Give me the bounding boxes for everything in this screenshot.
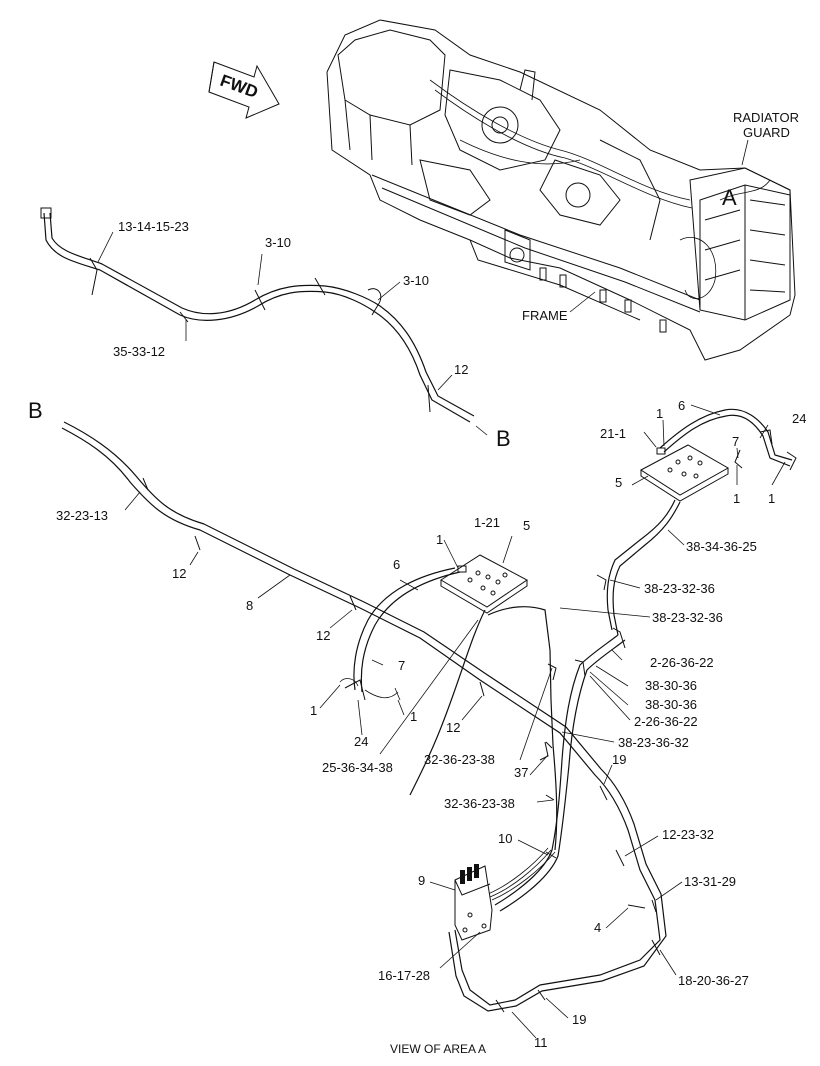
- callout-38-34-36-25: 38-34-36-25: [686, 539, 757, 554]
- callout-2-26-36-22-a: 2-26-36-22: [650, 655, 714, 670]
- mid-manifold-plate: [339, 554, 558, 851]
- callout-1-top-b: 1: [768, 491, 775, 506]
- callout-38-30-36-b: 38-30-36: [645, 697, 697, 712]
- callout-5-mid: 5: [523, 518, 530, 533]
- callout-8: 8: [246, 598, 253, 613]
- callout-7-top: 7: [732, 434, 739, 449]
- callout-13-14-15-23: 13-14-15-23: [118, 219, 189, 234]
- callout-32-36-23-38-b: 32-36-23-38: [444, 796, 515, 811]
- callout-10: 10: [498, 831, 512, 846]
- callout-9: 9: [418, 873, 425, 888]
- callout-1-21: 1-21: [474, 515, 500, 530]
- callout-38-30-36-a: 38-30-36: [645, 678, 697, 693]
- callout-3-10-b: 3-10: [403, 273, 429, 288]
- forward-arrow: FWD: [208, 61, 280, 119]
- radiator-guard-label-1: RADIATOR: [733, 110, 799, 125]
- callout-13-31-29: 13-31-29: [684, 874, 736, 889]
- callout-19-b: 19: [572, 1012, 586, 1027]
- callout-25-36-34-38: 25-36-34-38: [322, 760, 393, 775]
- callout-3-10-a: 3-10: [265, 235, 291, 250]
- callout-38-23-32-36-a: 38-23-32-36: [644, 581, 715, 596]
- callout-35-33-12: 35-33-12: [113, 344, 165, 359]
- callout-16-17-28: 16-17-28: [378, 968, 430, 983]
- callout-2-26-36-22-b: 2-26-36-22: [634, 714, 698, 729]
- callout-12-a: 12: [172, 566, 186, 581]
- callout-32-36-23-38-a: 32-36-23-38: [424, 752, 495, 767]
- callout-1-mid: 1: [436, 532, 443, 547]
- callout-11: 11: [534, 1035, 548, 1050]
- callout-37: 37: [514, 765, 528, 780]
- area-a-label: A: [722, 185, 737, 210]
- upper-right-manifold-plate: [596, 408, 797, 649]
- callout-21-1: 21-1: [600, 426, 626, 441]
- radiator-guard-label-2: GUARD: [743, 125, 790, 140]
- callout-19-a: 19: [612, 752, 626, 767]
- callout-6-mid: 6: [393, 557, 400, 572]
- main-tube-assembly: [61, 421, 667, 1013]
- callout-1-r: 1: [410, 709, 417, 724]
- callout-7-mid: 7: [398, 658, 405, 673]
- callout-6-top: 6: [678, 398, 685, 413]
- callout-4: 4: [594, 920, 601, 935]
- callout-32-23-13: 32-23-13: [56, 508, 108, 523]
- break-label-b-right: B: [496, 426, 511, 451]
- callout-18-20-36-27: 18-20-36-27: [678, 973, 749, 988]
- valve-bracket: [454, 864, 493, 941]
- callout-1-top-a: 1: [733, 491, 740, 506]
- callout-12-23-32: 12-23-32: [662, 827, 714, 842]
- machine-frame-illustration: [326, 19, 796, 361]
- callout-1-l: 1: [310, 703, 317, 718]
- callout-12-c: 12: [446, 720, 460, 735]
- callout-1-top: 1: [656, 406, 663, 421]
- frame-label: FRAME: [522, 308, 568, 323]
- callout-24-top: 24: [792, 411, 806, 426]
- callout-12-b: 12: [316, 628, 330, 643]
- callout-5-top: 5: [615, 475, 622, 490]
- callout-24-mid: 24: [354, 734, 368, 749]
- view-of-area-a-caption: VIEW OF AREA A: [390, 1042, 486, 1056]
- break-label-b-left: B: [28, 398, 43, 423]
- upper-tube-assembly: [40, 207, 475, 423]
- callout-12-top: 12: [454, 362, 468, 377]
- callout-38-23-36-32: 38-23-36-32: [618, 735, 689, 750]
- callout-38-23-32-36-b: 38-23-32-36: [652, 610, 723, 625]
